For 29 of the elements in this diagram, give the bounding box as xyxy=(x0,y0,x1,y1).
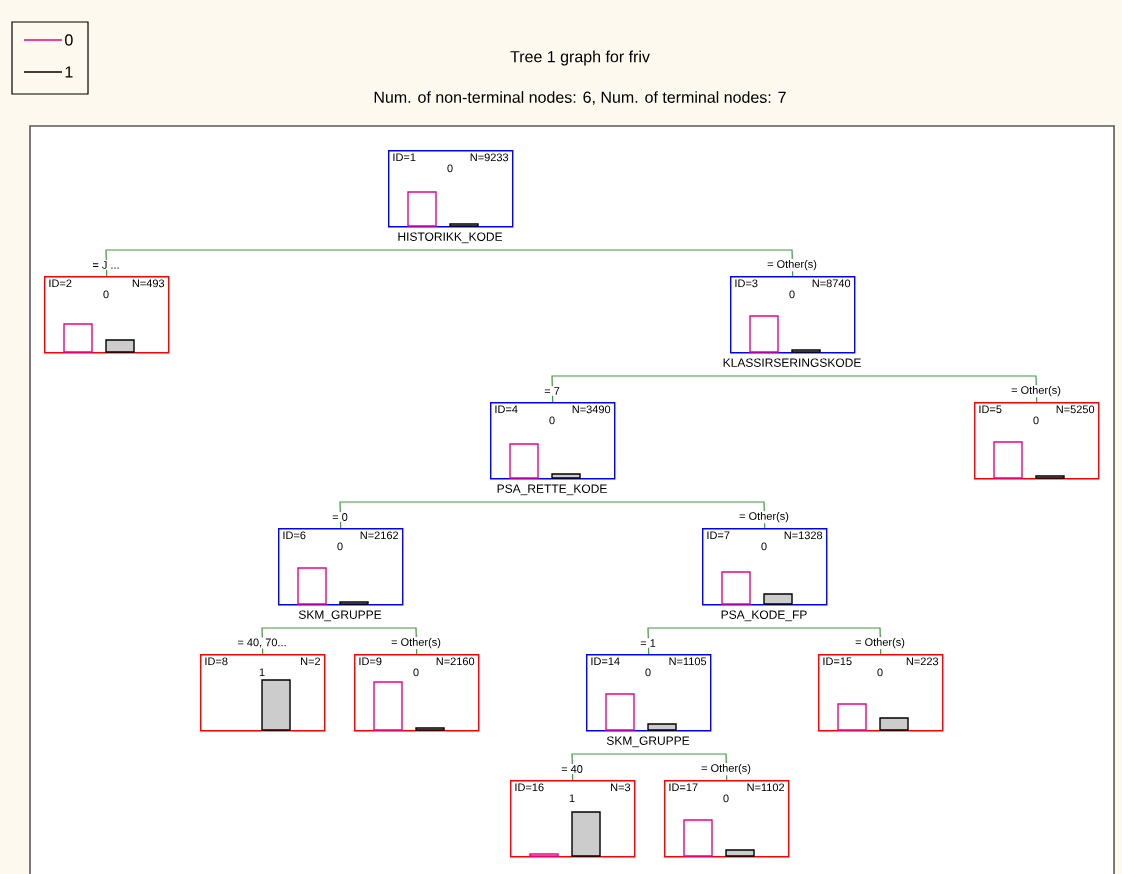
legend-text: 1 xyxy=(65,66,73,78)
tree-node-box xyxy=(44,276,170,354)
tree-node-box xyxy=(818,654,944,732)
tree-branch xyxy=(449,249,794,277)
tree-branch xyxy=(551,501,766,529)
tree-node-box xyxy=(702,528,828,606)
tree-branch xyxy=(261,627,341,655)
tree-node-box xyxy=(510,780,636,858)
tree-node-box xyxy=(200,654,326,732)
tree-branch xyxy=(791,375,1038,403)
tree-node-box xyxy=(974,402,1100,480)
tree-branch xyxy=(551,375,793,403)
tree-node-box xyxy=(388,150,514,228)
tree-node-box xyxy=(354,654,480,732)
tree-branch xyxy=(105,249,451,277)
tree-branch xyxy=(571,753,649,781)
legend-text: 0 xyxy=(65,34,73,46)
subtitle: Num. of non-terminal nodes: 6, Num. of terminal nodes: 7 xyxy=(374,91,786,105)
tree-node-box xyxy=(586,654,712,732)
tree-branch xyxy=(339,627,418,655)
tree-node-box xyxy=(730,276,856,354)
tree-node-box xyxy=(490,402,616,480)
tree-branch xyxy=(763,627,882,655)
chart-title: Tree 1 graph for friv xyxy=(510,50,650,66)
tree-branch xyxy=(647,753,728,781)
tree-branch xyxy=(647,627,765,655)
tree-branch xyxy=(339,501,553,529)
tree-node-box xyxy=(664,780,790,858)
tree-node-box xyxy=(278,528,404,606)
